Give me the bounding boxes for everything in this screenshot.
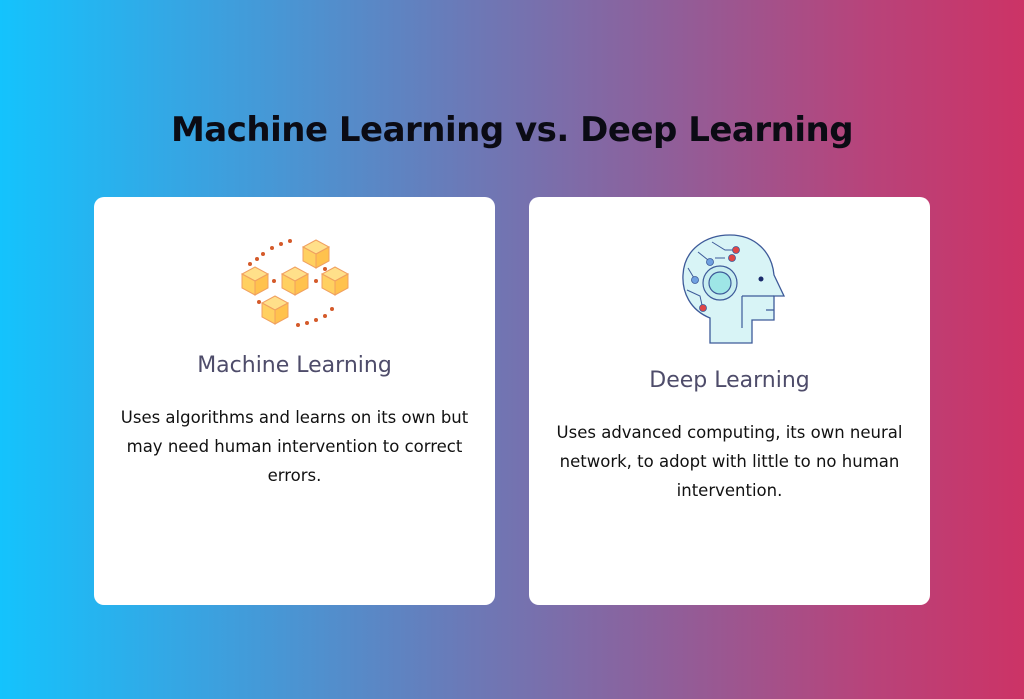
machine-learning-card: Machine Learning Uses algorithms and lea…	[94, 197, 495, 605]
card-description: Uses algorithms and learns on its own bu…	[120, 408, 469, 485]
deep-learning-card: Deep Learning Uses advanced computing, i…	[529, 197, 930, 605]
card-title: Deep Learning	[649, 368, 810, 393]
card-title: Machine Learning	[197, 353, 392, 378]
connected-cubes-icon	[241, 239, 348, 327]
card-description: Uses advanced computing, its own neural …	[556, 423, 903, 500]
page-title: Machine Learning vs. Deep Learning	[170, 110, 854, 150]
ai-head-circuit-icon	[681, 234, 785, 344]
